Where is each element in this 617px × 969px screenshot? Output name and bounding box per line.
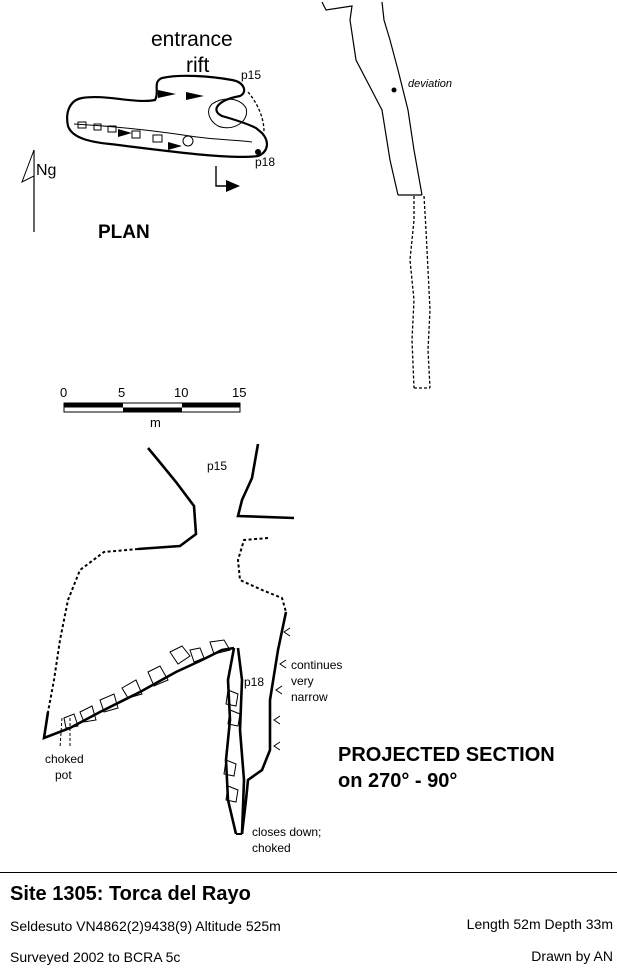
- section-p18-label: p18: [244, 675, 265, 689]
- section-p15-label: p15: [207, 459, 228, 473]
- projected-section: [42, 443, 295, 835]
- section-left-wall-solid: [137, 447, 198, 551]
- draught-markers: [273, 627, 291, 751]
- choked-pot-dashed: [59, 717, 71, 749]
- section-title-line2: on 270° - 90°: [338, 770, 458, 792]
- section-p18-left-wall: [224, 647, 238, 835]
- plan-view: [21, 74, 268, 232]
- plan-outline-solid: [66, 74, 268, 159]
- drawn-by-info: Drawn by AN: [531, 948, 613, 964]
- scale-tick-5: 5: [118, 385, 126, 400]
- section-right-dashed-wall: [236, 537, 287, 613]
- section-p15-right-wall: [236, 443, 295, 520]
- north-arrow: [21, 149, 35, 232]
- closes-down-label-2: choked: [252, 841, 291, 855]
- section-right-solid-wall: [240, 611, 288, 835]
- deviation-label: deviation: [408, 78, 453, 90]
- shaft-lower-right-dashed: [423, 195, 431, 389]
- shaft-left-wall: [321, 1, 399, 196]
- north-label: Ng: [36, 162, 57, 179]
- section-bottom-left-solid: [42, 646, 235, 741]
- choked-pot-label-2: pot: [55, 768, 72, 782]
- continues-label-3: narrow: [291, 690, 328, 704]
- plan-p18-marker: [255, 149, 261, 155]
- scale-bar: [63, 402, 241, 413]
- site-title: Site 1305: Torca del Rayo: [10, 883, 251, 905]
- section-direction-arrow: [226, 180, 240, 192]
- length-depth-info: Length 52m Depth 33m: [466, 916, 613, 932]
- plan-p15-label: p15: [241, 68, 262, 82]
- shaft-right-wall: [381, 1, 423, 196]
- elevation-shaft: [321, 1, 431, 389]
- shaft-lower-left-dashed: [409, 196, 415, 389]
- scale-tick-15: 15: [232, 385, 247, 400]
- plan-chamber: [208, 98, 248, 129]
- section-title: PROJECTED SECTION on 270° - 90°: [338, 742, 555, 794]
- p18-rubble: [223, 689, 241, 803]
- location-info: Seldesuto VN4862(2)9438(9) Altitude 525m: [10, 918, 281, 934]
- plan-inner-outline: [73, 123, 253, 143]
- plan-title: PLAN: [98, 222, 150, 243]
- plan-dashed-edge: [247, 91, 265, 133]
- rift-label: rift: [186, 54, 210, 77]
- choked-pot-label-1: choked: [45, 752, 84, 766]
- continues-label-1: continues: [291, 658, 343, 672]
- scale-tick-10: 10: [174, 385, 189, 400]
- scale-tick-0: 0: [60, 385, 68, 400]
- plan-boulders: [77, 121, 194, 147]
- plan-pitch-arrows: [118, 90, 204, 150]
- plan-p18-label: p18: [255, 155, 276, 169]
- section-upper-dashed-wall: [47, 548, 139, 713]
- closes-down-label-1: closes down;: [252, 825, 322, 839]
- continues-label-2: very: [291, 674, 314, 688]
- scale-unit: m: [150, 415, 161, 430]
- survey-info: Surveyed 2002 to BCRA 5c: [10, 949, 181, 965]
- entrance-label: entrance: [151, 28, 233, 51]
- section-p18-right-wall: [236, 647, 246, 835]
- footer-divider: [0, 872, 617, 873]
- deviation-point: [391, 87, 397, 93]
- section-line-marker: [215, 166, 228, 187]
- section-boulders: [63, 639, 231, 729]
- section-title-line1: PROJECTED SECTION: [338, 744, 555, 766]
